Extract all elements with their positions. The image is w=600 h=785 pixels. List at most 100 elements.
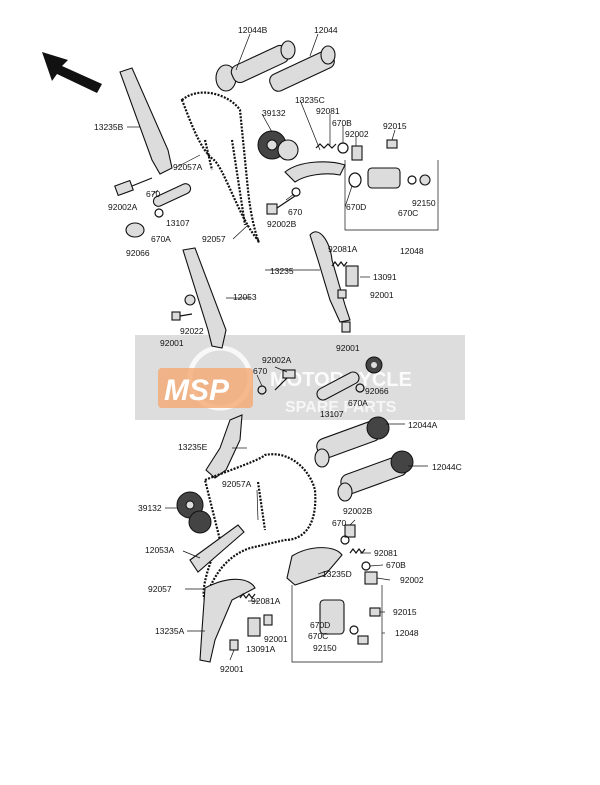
watermark-logo: MSP [164, 374, 230, 407]
label-92081-bot: 92081 [374, 548, 398, 558]
label-92001-bot-b: 92001 [264, 634, 288, 644]
bolt-92001-mid [337, 289, 347, 299]
label-12053: 12053 [233, 292, 257, 302]
bolt-92002A-bot [274, 369, 296, 391]
label-92057A-top: 92057A [173, 162, 203, 172]
label-670C-bot: 670C [308, 631, 328, 641]
bolt-92001-top-right [341, 321, 351, 333]
front-arrow-icon [42, 52, 102, 93]
label-92015-top: 92015 [383, 121, 407, 131]
label-670A-bot: 670A [348, 398, 368, 408]
spring-92081-top [315, 143, 337, 149]
plug-92015-bot [369, 607, 381, 617]
label-670C-top: 670C [398, 208, 418, 218]
watermark-line2: SPARE PARTS [285, 399, 397, 416]
chain-92057-bot [202, 453, 317, 603]
arm-13235D [286, 547, 343, 586]
camshaft-12044A [314, 416, 390, 468]
camshaft-12044 [269, 45, 336, 92]
label-12044B: 12044B [238, 25, 268, 35]
label-92001-mid: 92001 [336, 343, 360, 353]
bolt-92002-bot [364, 571, 378, 585]
label-92066-bot: 92066 [365, 386, 389, 396]
label-13235A: 13235A [155, 626, 185, 636]
label-92066-top: 92066 [126, 248, 150, 258]
label-13235D: 13235D [322, 569, 352, 579]
label-39132-bot: 39132 [138, 503, 162, 513]
bracket-13091 [345, 265, 359, 287]
label-13091A: 13091A [246, 644, 276, 654]
label-92002B-bot: 92002B [343, 506, 373, 516]
seal-670B-bot [361, 561, 371, 571]
plug-92015-top [386, 139, 398, 149]
chain-92057-top [180, 91, 260, 244]
tensioner-12048-bot-box [291, 585, 383, 663]
label-92001-top-right: 92001 [370, 290, 394, 300]
chain-92057A-top [203, 139, 247, 226]
bolt-92002B-bot [344, 524, 356, 538]
label-92150-bot: 92150 [313, 643, 337, 653]
label-12053A: 12053A [145, 545, 175, 555]
label-92057A-bot: 92057A [222, 479, 252, 489]
seal-670B-top [337, 142, 349, 154]
label-92081A-top: 92081A [328, 244, 358, 254]
sprocket-39132-top [257, 130, 299, 161]
guide-13235A [199, 578, 256, 663]
spring-92081A-bot [239, 593, 256, 599]
bolt-92001-top-left [171, 311, 193, 321]
label-92022: 92022 [180, 326, 204, 336]
label-92150-top: 92150 [412, 198, 436, 208]
bolt-92002-top [351, 145, 363, 161]
washer-670-top [291, 187, 301, 197]
label-13091: 13091 [373, 272, 397, 282]
label-13235: 13235 [270, 266, 294, 276]
sprocket-39132-bot [176, 491, 212, 534]
label-92081-top: 92081 [316, 106, 340, 116]
label-670-bot: 670 [253, 366, 267, 376]
label-12044C: 12044C [432, 462, 462, 472]
label-92015-bot: 92015 [393, 607, 417, 617]
label-92002A-top: 92002A [108, 202, 138, 212]
watermark: MSP MOTORCYCLE SPARE PARTS [135, 335, 465, 420]
guide-13235E [205, 414, 243, 479]
label-13235B: 13235B [94, 122, 124, 132]
label-670B-top: 670B [332, 118, 352, 128]
plug-92066-top [125, 222, 145, 238]
label-92002B-top: 92002B [267, 219, 297, 229]
part-labels: 12044B 12044 13235B 13235C 39132 92081 6… [94, 25, 462, 674]
label-92002-top: 92002 [345, 129, 369, 139]
label-670D-bot: 670D [310, 620, 330, 630]
washer-670A-bot [355, 383, 365, 393]
guide-13235B [119, 67, 173, 175]
label-92057-bot: 92057 [148, 584, 172, 594]
label-12048-bot: 12048 [395, 628, 419, 638]
guide-12053 [182, 247, 227, 349]
label-670A-top: 670A [151, 234, 171, 244]
label-13235C: 13235C [295, 95, 325, 105]
label-92081A-bot: 92081A [251, 596, 281, 606]
label-13235E: 13235E [178, 442, 208, 452]
label-670D-top: 670D [346, 202, 366, 212]
chain-92057A-bot [256, 481, 267, 531]
label-13107-top: 13107 [166, 218, 190, 228]
plug-92066-bot [365, 356, 383, 374]
label-670-bot2: 670 [332, 518, 346, 528]
bracket-13091A [247, 617, 261, 637]
camshaft-12044B [215, 40, 296, 92]
bolt-92002B-top [266, 195, 296, 215]
label-13107-bot: 13107 [320, 409, 344, 419]
label-92001-bot-a: 92001 [220, 664, 244, 674]
tensioner-12048-top-box [344, 160, 439, 231]
guide-12053A [189, 524, 245, 573]
label-670-top-left: 670 [146, 189, 160, 199]
spring-92081-bot [349, 548, 366, 554]
leader-lines [127, 33, 428, 661]
label-670B-bot: 670B [386, 560, 406, 570]
spring-92081A-top [331, 261, 348, 267]
label-670-top-mid: 670 [288, 207, 302, 217]
pin-13107-top [152, 183, 192, 207]
label-39132-top: 39132 [262, 108, 286, 118]
washer-670-bot2 [340, 535, 350, 545]
camshaft-12044C [337, 450, 414, 502]
label-12048-top: 12048 [400, 246, 424, 256]
